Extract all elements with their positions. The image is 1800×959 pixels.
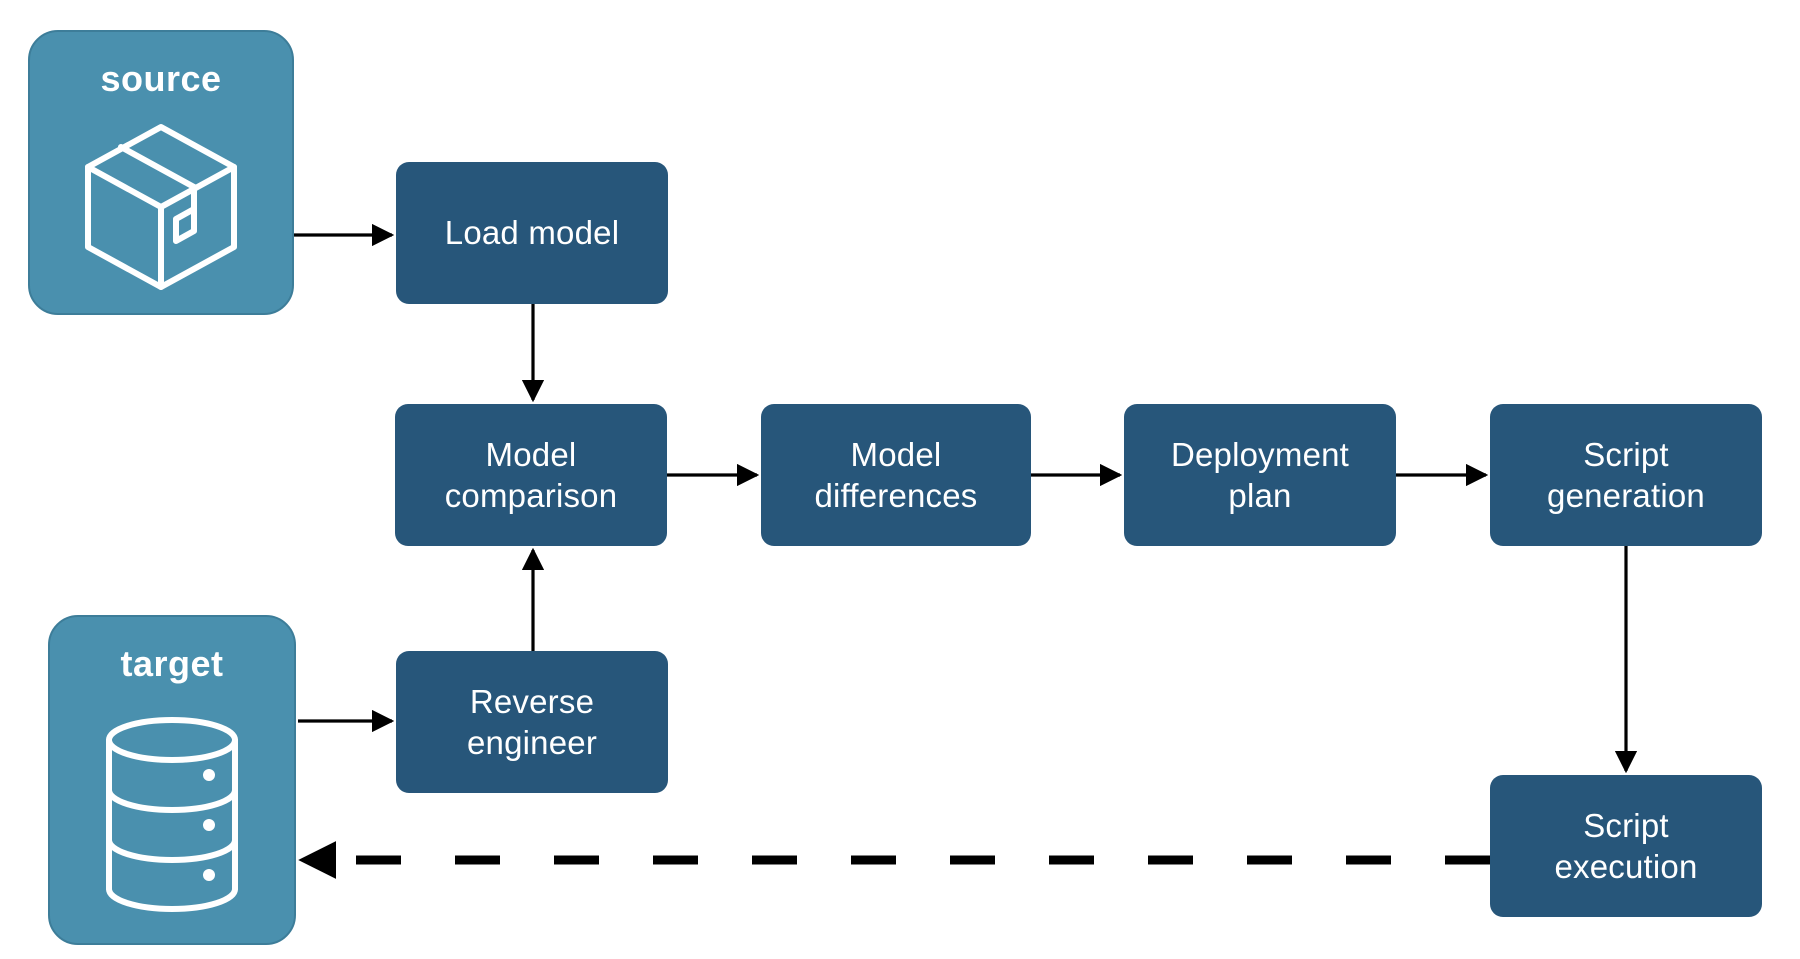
endpoint-source-label: source	[100, 58, 222, 99]
process-script-generation-label: Script generation	[1547, 435, 1705, 514]
process-deployment-plan-label: Deployment plan	[1170, 435, 1350, 514]
endpoint-target-label: target	[120, 643, 224, 684]
process-script-generation[interactable]: Script generation	[1490, 404, 1762, 546]
package-box-icon	[30, 100, 292, 313]
process-load-model[interactable]: Load model	[396, 162, 668, 304]
process-reverse-engineer-label: Reverse engineer	[466, 682, 598, 761]
database-cylinder-icon	[50, 685, 294, 943]
process-model-comparison[interactable]: Model comparison	[395, 404, 667, 546]
process-load-model-label: Load model	[444, 214, 620, 252]
process-script-execution-label: Script execution	[1554, 806, 1698, 885]
endpoint-source[interactable]: source	[28, 30, 294, 315]
process-model-differences[interactable]: Model differences	[761, 404, 1031, 546]
process-script-execution[interactable]: Script execution	[1490, 775, 1762, 917]
process-deployment-plan[interactable]: Deployment plan	[1124, 404, 1396, 546]
process-reverse-engineer[interactable]: Reverse engineer	[396, 651, 668, 793]
process-model-differences-label: Model differences	[814, 435, 978, 514]
endpoint-target[interactable]: target	[48, 615, 296, 945]
process-model-comparison-label: Model comparison	[444, 435, 618, 514]
